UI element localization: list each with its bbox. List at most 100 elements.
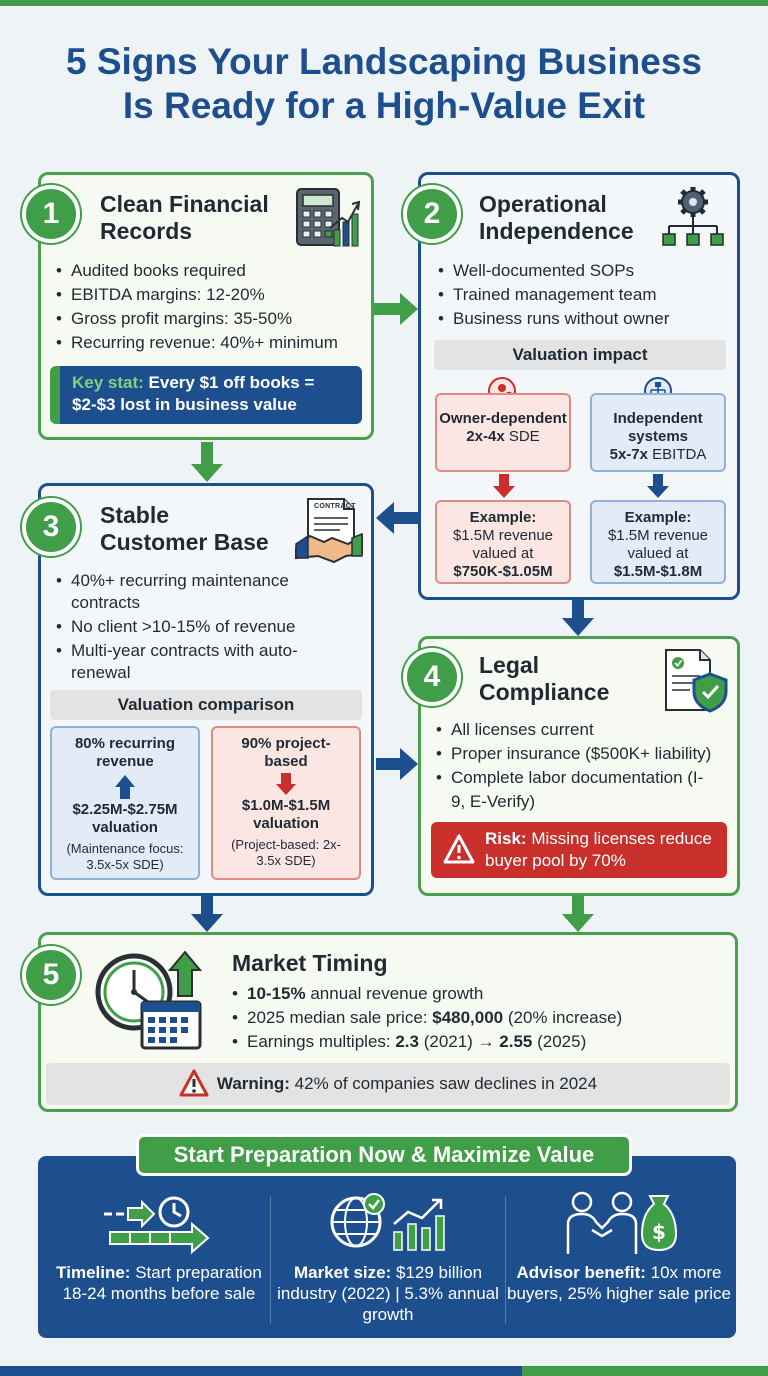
key-stat-box: Key stat: Every $1 off books = $2-$3 los… — [50, 366, 362, 424]
title-line-1: 5 Signs Your Landscaping Business — [65, 41, 702, 82]
warning-text: 42% of companies saw declines in 2024 — [289, 1074, 598, 1093]
key-stat-label: Key stat: — [72, 373, 144, 392]
cta-advisor-benefit: Advisor benefit: 10x more buyers, 25% hi… — [506, 1262, 732, 1304]
owner-dependent-example: Example: $1.5M revenue valued at $750K-$… — [435, 500, 571, 584]
page-title: 5 Signs Your Landscaping Business Is Rea… — [0, 40, 768, 128]
svg-text:$: $ — [652, 1220, 666, 1244]
contract-label: CONTRACT — [314, 503, 356, 510]
card5-title: Market Timing — [232, 950, 388, 976]
card2-title-line1: Operational — [479, 191, 607, 217]
card3-title-line2: Customer Base — [100, 529, 269, 555]
list-item: 2025 median sale price: $480,000 (20% in… — [232, 1006, 722, 1030]
list-item: Business runs without owner — [438, 307, 728, 331]
card3-title: Stable Customer Base — [100, 502, 300, 556]
timeline-label: Timeline: — [56, 1263, 131, 1282]
list-item: Multi-year contracts with auto-renewal — [56, 640, 306, 684]
owner-dependent-box: Owner-dependent 2x-4x SDE — [435, 393, 571, 472]
arrow-down-blue-icon — [191, 896, 223, 932]
risk-text: Missing licenses reduce buyer pool by 70… — [485, 829, 712, 870]
card1-title-line2: Records — [100, 218, 193, 244]
recurring-revenue-note: (Maintenance focus: 3.5x-5x SDE) — [66, 841, 184, 872]
card4-bullets: All licenses current Proper insurance ($… — [436, 718, 732, 814]
arrow-up-blue-icon — [115, 775, 135, 799]
independent-systems-example: Example: $1.5M revenue valued at $1.5M-$… — [590, 500, 726, 584]
timeline-clock-arrow-icon — [104, 1196, 210, 1255]
multiples-tail: (2025) — [532, 1032, 587, 1051]
independent-systems-title: Independent systems — [613, 410, 703, 445]
project-based-box: 90% project-based $1.0M-$1.5M valuation … — [211, 726, 361, 880]
card2-title-line2: Independence — [479, 218, 634, 244]
card2-title: Operational Independence — [479, 191, 669, 245]
cta-divider — [270, 1196, 271, 1324]
list-item: Trained management team — [438, 283, 728, 307]
arrow-down-green-icon — [562, 896, 594, 932]
cta-market-size: Market size: $129 billion industry (2022… — [275, 1262, 501, 1325]
median-price-value: $480,000 — [432, 1008, 504, 1027]
cta-timeline: Timeline: Start preparation 18-24 months… — [46, 1262, 272, 1304]
arrow-right-green-icon — [374, 293, 418, 325]
recurring-revenue-valuation: $2.25M-$2.75M valuation — [72, 801, 178, 836]
card4-title: Legal Compliance — [479, 652, 659, 706]
median-price-tail: (20% increase) — [503, 1008, 623, 1027]
valuation-comparison-label: Valuation comparison — [50, 690, 362, 720]
card4-title-line1: Legal — [479, 652, 540, 678]
cta-panel — [38, 1156, 736, 1338]
multiple-2021: 2.3 — [395, 1032, 419, 1051]
independent-systems-box: Independent systems 5x-7x EBITDA — [590, 393, 726, 472]
risk-alert-box: Risk: Missing licenses reduce buyer pool… — [431, 822, 727, 878]
bottom-accent-bar — [0, 1366, 768, 1376]
contract-handshake-icon: CONTRACT — [294, 496, 364, 564]
list-item: Complete labor documentation (I-9, E-Ver… — [436, 766, 716, 814]
list-item: 10-15% annual revenue growth — [232, 982, 722, 1006]
clock-calendar-growth-icon — [95, 950, 203, 1050]
arrow-down-blue-icon — [647, 474, 669, 498]
top-accent-bar — [0, 0, 768, 6]
cta-title: Start Preparation Now & Maximize Value — [136, 1134, 632, 1176]
key-stat-text-2: $2-$3 lost in business value — [72, 395, 297, 414]
valuation-impact-label: Valuation impact — [434, 340, 726, 370]
cta-divider — [505, 1196, 506, 1324]
arrow-down-green-icon — [191, 442, 223, 482]
growth-rate: 10-15% — [247, 984, 306, 1003]
arrow-right-blue-icon — [376, 748, 418, 780]
step-badge-5: 5 — [22, 946, 80, 1004]
market-size-text: $129 billion industry (2022) | 5.3% annu… — [277, 1263, 499, 1324]
step-badge-4: 4 — [403, 648, 461, 706]
market-size-label: Market size: — [293, 1263, 392, 1282]
example-text: $1.5M revenue valued at — [452, 527, 554, 562]
arrow-down-red-icon — [276, 773, 296, 795]
card1-title: Clean Financial Records — [100, 191, 300, 245]
list-item: Well-documented SOPs — [438, 259, 728, 283]
owner-dependent-title: Owner-dependent — [439, 410, 567, 427]
title-line-2: Is Ready for a High-Value Exit — [122, 85, 646, 126]
card3-bullets: 40%+ recurring maintenance contracts No … — [56, 570, 356, 684]
card2-bullets: Well-documented SOPs Trained management … — [438, 259, 728, 331]
owner-dependent-multiple: 2x-4x — [466, 428, 505, 445]
advisor-benefit-label: Advisor benefit: — [516, 1263, 646, 1282]
card1-bullets: Audited books required EBITDA margins: 1… — [56, 259, 366, 355]
project-based-note: (Project-based: 2x-3.5x SDE) — [231, 837, 341, 868]
arrow-left-blue-icon — [376, 502, 418, 534]
risk-label: Risk: — [485, 829, 527, 848]
handshake-money-bag-icon: $ — [566, 1191, 678, 1254]
globe-growth-chart-icon — [330, 1193, 445, 1251]
card1-title-line1: Clean Financial — [100, 191, 269, 217]
step-badge-1: 1 — [22, 185, 80, 243]
example-text: $1.5M revenue valued at — [607, 527, 709, 562]
example-label: Example: — [624, 509, 692, 526]
list-item: Recurring revenue: 40%+ minimum — [56, 331, 366, 355]
step-badge-3: 3 — [22, 498, 80, 556]
card3-title-line1: Stable — [100, 502, 170, 528]
list-item: Earnings multiples: 2.3 (2021) → 2.55 (2… — [232, 1030, 722, 1054]
card4-title-line2: Compliance — [479, 679, 610, 705]
independent-systems-multiple: 5x-7x — [609, 446, 648, 463]
gear-org-chart-icon — [662, 187, 724, 246]
list-item: All licenses current — [436, 718, 732, 742]
step-badge-2: 2 — [403, 185, 461, 243]
multiples-mid: (2021) → — [418, 1032, 500, 1051]
timeline-text: Start preparation 18-24 months before sa… — [62, 1263, 262, 1303]
calculator-chart-icon — [296, 188, 361, 247]
owner-dependent-unit: SDE — [508, 428, 540, 445]
multiples-label: Earnings multiples: — [247, 1032, 396, 1051]
example-label: Example: — [469, 509, 537, 526]
